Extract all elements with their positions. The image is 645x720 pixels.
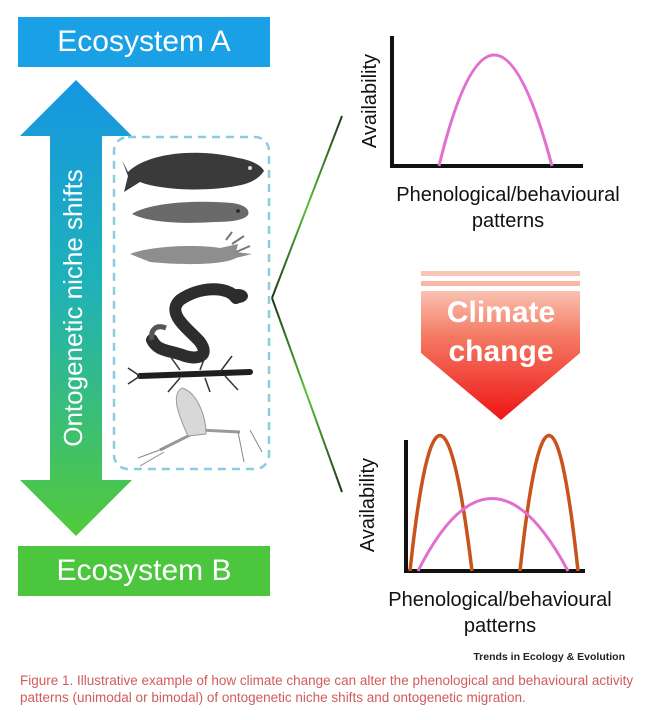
bottom-plot: Availability Phenological/behavioural pa…: [357, 433, 612, 637]
bimodal-curve-right: [518, 433, 580, 572]
ecosystem-b-box: Ecosystem B: [18, 546, 270, 596]
connector-line-top: [271, 115, 343, 299]
climate-label-line1: Climate: [447, 296, 555, 329]
gilled-larva-icon: [130, 231, 252, 265]
salamander-icon: [146, 283, 248, 364]
flattened-unimodal-curve: [416, 497, 570, 572]
double-arrow-shape: [20, 80, 132, 536]
climate-change-arrow: Climate change: [421, 271, 580, 420]
top-plot-xlabel-line2: patterns: [472, 210, 544, 232]
bimodal-curve-left: [408, 433, 474, 572]
ecosystem-b-label: Ecosystem B: [56, 554, 232, 587]
organism-dashed-box: [112, 135, 271, 471]
tadpole-larva-icon: [132, 201, 249, 223]
top-plot-xlabel-line1: Phenological/behavioural: [396, 184, 620, 206]
trout-fish-icon: [122, 152, 264, 192]
bottom-plot-axes: [404, 440, 585, 573]
mayfly-icon: [137, 387, 263, 467]
arrow-label: Ontogenetic niche shifts: [58, 169, 88, 447]
bottom-plot-ylabel: Availability: [357, 458, 379, 552]
ecosystem-a-label: Ecosystem A: [57, 25, 231, 58]
unimodal-curve: [437, 53, 554, 167]
diagram-canvas: Ontogenetic niche shifts Availability Ph…: [20, 36, 620, 637]
aquatic-nymph-icon: [127, 353, 253, 393]
connector-line-bottom: [271, 297, 343, 493]
bottom-plot-xlabel-line1: Phenological/behavioural: [388, 589, 612, 611]
top-plot-ylabel: Availability: [359, 54, 381, 148]
figure-caption: Figure 1. Illustrative example of how cl…: [20, 673, 634, 705]
bottom-plot-xlabel-line2: patterns: [464, 615, 536, 637]
top-plot: Availability Phenological/behavioural pa…: [359, 36, 620, 232]
ecosystem-a-box: Ecosystem A: [18, 17, 270, 67]
climate-label-line2: change: [448, 335, 553, 368]
journal-name: Trends in Ecology & Evolution: [473, 651, 625, 663]
top-plot-axes: [390, 36, 583, 168]
